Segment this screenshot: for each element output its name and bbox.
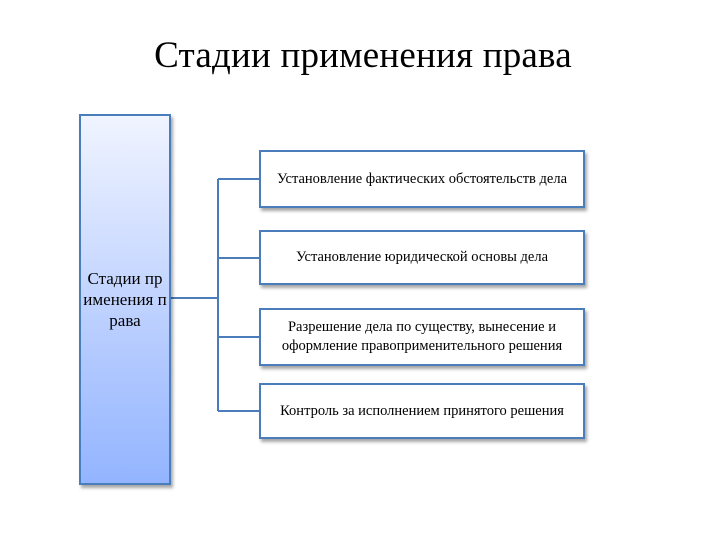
slide-title: Стадии применения права	[154, 35, 572, 76]
root-node-label: Стадии применения права	[83, 269, 167, 330]
stage-node-3: Разрешение дела по существу, вынесение и…	[259, 308, 585, 366]
stage-node-4: Контроль за исполнением принятого решени…	[259, 383, 585, 439]
stage-node-2: Установление юридической основы дела	[259, 230, 585, 285]
stage-node-label: Разрешение дела по существу, вынесение и…	[281, 319, 563, 354]
stage-node-label: Установление фактических обстоятельств д…	[276, 170, 567, 187]
stage-node-label: Установление юридической основы дела	[295, 249, 549, 265]
stage-node-1: Установление фактических обстоятельств д…	[259, 150, 585, 208]
root-node: Стадии применения права	[79, 114, 171, 485]
stage-node-label: Контроль за исполнением принятого решени…	[280, 402, 564, 419]
